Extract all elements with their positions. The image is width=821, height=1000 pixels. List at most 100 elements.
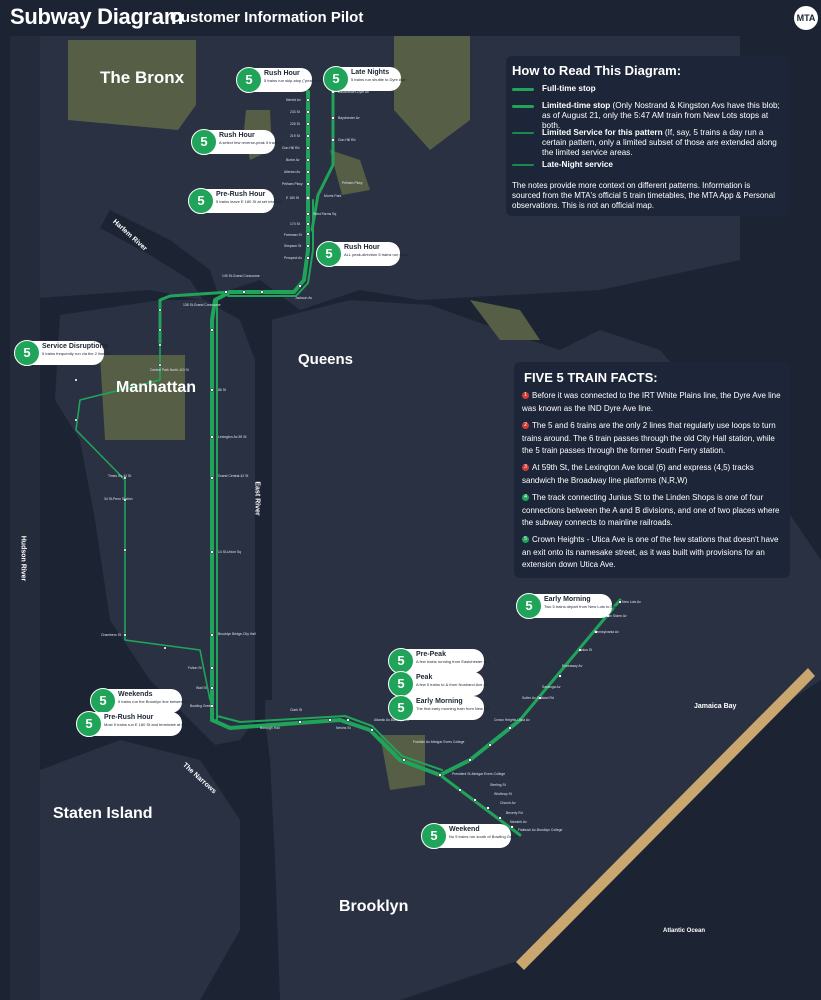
fact-number-icon: 2 [522, 422, 529, 430]
route-5-badge-icon: 5 [388, 695, 414, 721]
station-label: Burke Av [286, 158, 300, 162]
station-label: Lexington Av-59 St [218, 435, 247, 439]
legend-panel: How to Read This Diagram: Full-time stop… [506, 56, 788, 216]
route-5-badge-icon: 5 [323, 66, 349, 92]
station-label: Sterling St [490, 783, 506, 787]
station-label: Crown Heights-Utica Av [494, 718, 530, 722]
station-label: Fulton St [188, 666, 202, 670]
region-queens: Queens [298, 351, 354, 368]
station-label: Wall St [196, 686, 207, 690]
fact-number-icon: 4 [522, 494, 529, 502]
route-5-badge-icon: 5 [188, 188, 214, 214]
stops [74, 90, 622, 829]
station-label: Freeman St [284, 233, 302, 237]
station-label: Grand Central-42 St [218, 474, 249, 478]
mta-logo-icon: MTA [794, 6, 818, 30]
station-label: Saratoga Av [542, 685, 561, 689]
station-label: 138 St-Grand Concourse [183, 303, 221, 307]
route-5-badge-icon: 5 [236, 67, 262, 93]
page-subtitle: Customer Information Pilot [170, 9, 364, 26]
station-label: Flatbush Av-Brooklyn College [518, 828, 563, 832]
station-label: Sutter Av-Rutland Rd [522, 696, 554, 700]
staten-island-land [40, 740, 240, 1000]
station-label: Winthrop St [494, 792, 512, 796]
station-label: Morris Park [324, 194, 342, 198]
central-park [100, 355, 185, 440]
station-label: Van Siclen Av [606, 614, 627, 618]
station-label: Chambers St [101, 633, 121, 637]
legend-title: How to Read This Diagram: [512, 63, 682, 78]
station-label: 149 St-Grand Concourse [222, 274, 260, 278]
station-label: Gun Hill Rd [282, 146, 300, 150]
van-cortlandt-park [68, 40, 196, 130]
flushing-park [470, 300, 540, 340]
east-river-label: East River [253, 481, 261, 516]
station-label: 34 St-Penn Station [104, 497, 133, 501]
route-5-badge-icon: 5 [421, 823, 447, 849]
station-label: 14 St-Union Sq [218, 550, 241, 554]
station-label: Nevins St [336, 726, 351, 730]
station-label: 233 St [290, 110, 300, 114]
facts-title: FIVE 5 TRAIN FACTS: [524, 370, 658, 385]
pelham-bay-park [394, 36, 470, 150]
route-5-badge-icon: 5 [388, 671, 414, 697]
station-label: Pelham Pkwy [342, 181, 363, 185]
region-manhattan: Manhattan [116, 379, 196, 396]
station-label: Allerton Av [284, 170, 301, 174]
late-night-swatch-icon [512, 164, 534, 166]
full-time-stop-swatch-icon [512, 88, 534, 91]
region-staten-island: Staten Island [53, 805, 153, 822]
station-label: 174 St [290, 222, 300, 226]
station-label: Jackson Av [295, 296, 313, 300]
station-label: Borough Hall [260, 726, 280, 730]
region-brooklyn: Brooklyn [339, 898, 409, 915]
route-5-badge-icon: 5 [14, 340, 40, 366]
station-label: E 180 St [286, 196, 300, 200]
header-bar: Subway Diagram Customer Information Pilo… [0, 0, 821, 36]
route-5-badge-icon: 5 [76, 711, 102, 737]
route-5-badge-icon: 5 [90, 688, 116, 714]
station-label: Eastchester-Dyre Av [338, 90, 369, 94]
route-5-badge-icon: 5 [316, 241, 342, 267]
station-label: Atlantic Av-Barclays Ctr [374, 718, 410, 722]
fact-number-icon: 1 [522, 392, 529, 400]
station-label: Baychester Av [338, 116, 360, 120]
jamaica-bay-label: Jamaica Bay [694, 703, 737, 710]
route-5-badge-icon: 5 [191, 129, 217, 155]
station-label: Franklin Av-Medgar Evers College [413, 740, 465, 744]
station-label: President St-Medgar Evers College [452, 772, 506, 776]
station-label: 86 St [218, 388, 226, 392]
route-5-badge-icon: 5 [516, 593, 542, 619]
station-label: West Farms Sq [313, 212, 337, 216]
station-label: Prospect Av [284, 256, 303, 260]
limited-service-swatch-icon [512, 132, 534, 134]
station-label: Brooklyn Bridge-City Hall [218, 632, 256, 636]
rockaway-beach [516, 668, 815, 970]
station-label: Rockaway Av [562, 664, 583, 668]
station-label: Central Park North-110 St [150, 368, 189, 372]
station-label: Nereid Av [286, 98, 301, 102]
page-title: Subway Diagram [10, 4, 184, 29]
station-label: 225 St [290, 122, 300, 126]
atlantic-ocean-label: Atlantic Ocean [663, 928, 706, 934]
bronx-park-2 [330, 150, 370, 195]
legend-note: The notes provide more context on differ… [512, 181, 775, 210]
station-label: Newkirk Av [510, 820, 527, 824]
